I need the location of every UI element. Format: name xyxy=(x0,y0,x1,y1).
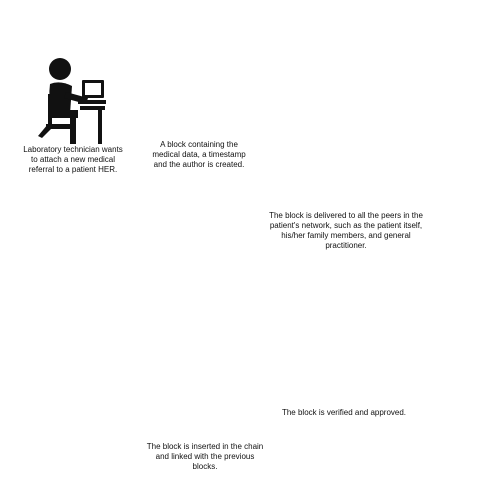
caption-verified: The block is verified and approved. xyxy=(281,408,407,417)
caption-delivered: The block is delivered to all the peers … xyxy=(269,211,423,250)
caption-technician: Laboratory technician wants to attach a … xyxy=(23,145,123,174)
caption-inserted: The block is inserted in the chain and l… xyxy=(146,442,264,471)
technician-icon xyxy=(38,58,106,144)
caption-block-created: A block containing the medical data, a t… xyxy=(152,140,246,169)
